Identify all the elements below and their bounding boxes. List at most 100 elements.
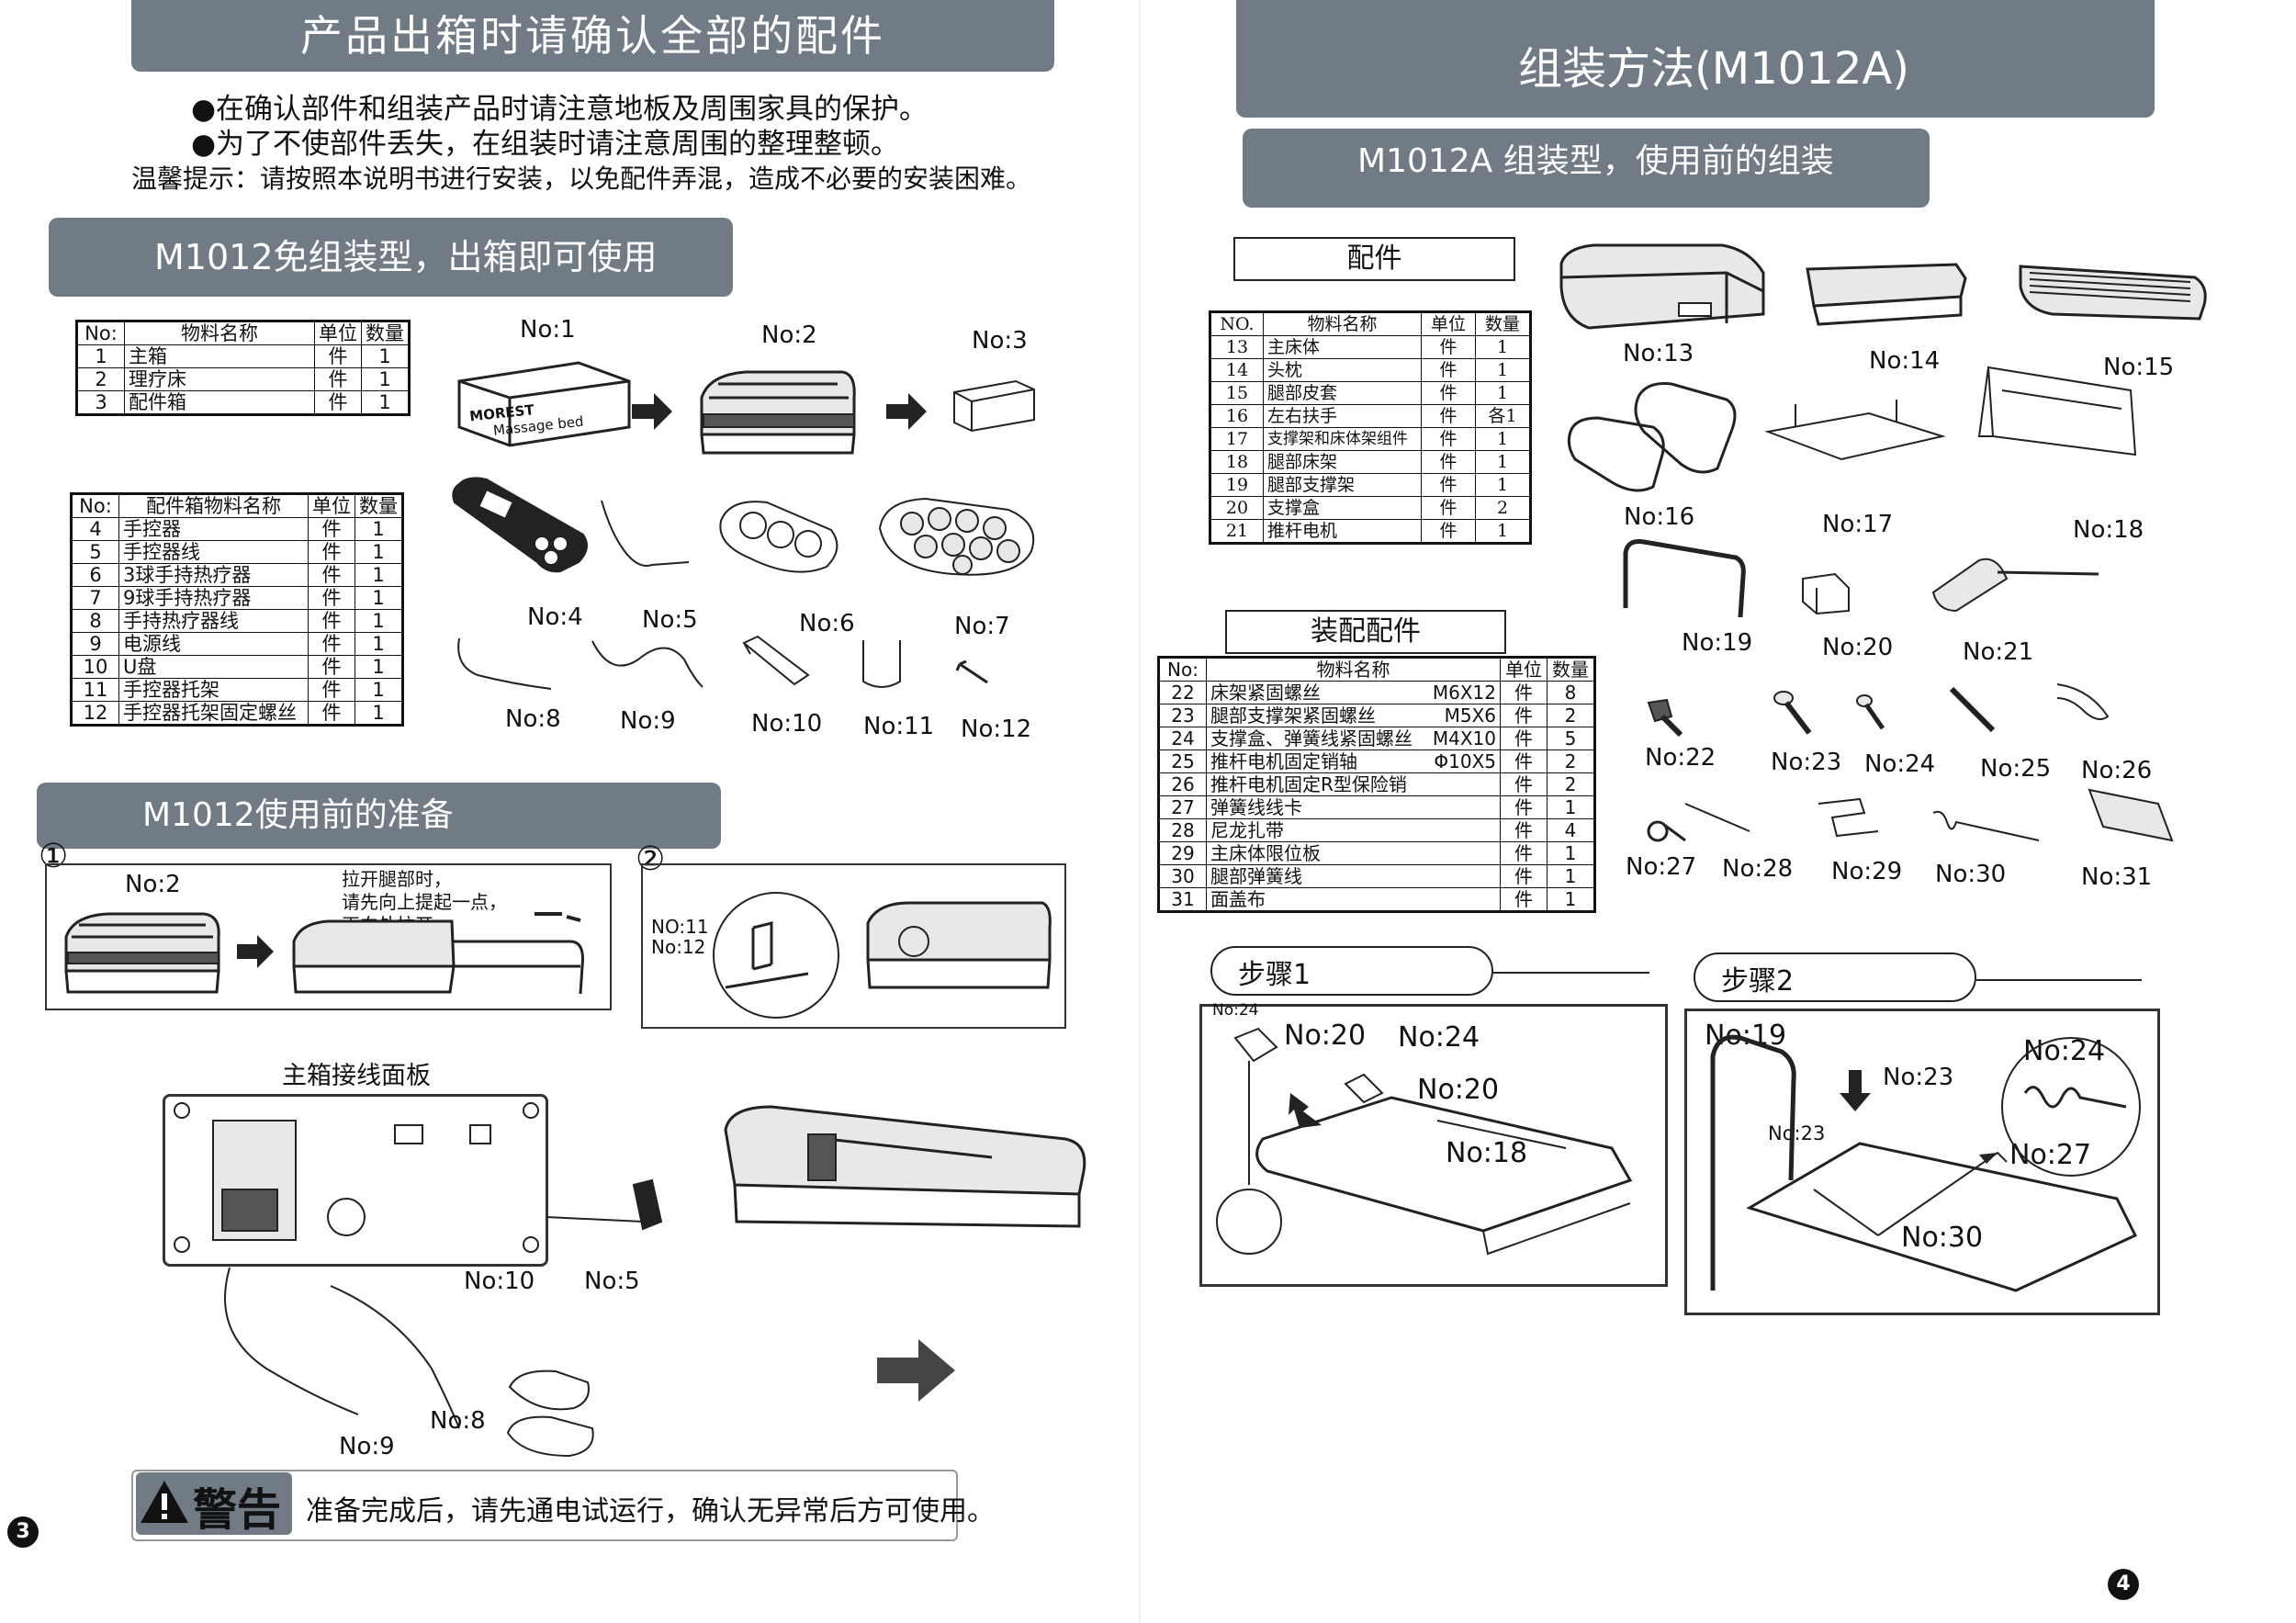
prep-note-line: 拉开腿部时， [342, 868, 452, 890]
section-title: M1012使用前的准备 [142, 796, 454, 834]
cell: 件 [1421, 496, 1476, 520]
cell: 1 [355, 655, 403, 679]
page-number-right: 4 [2108, 1569, 2139, 1600]
cell: 件 [1500, 750, 1548, 773]
cell: 28 [1158, 818, 1207, 842]
th-unit: 单位 [314, 321, 362, 345]
cell [1425, 887, 1502, 912]
cell: 件 [1500, 887, 1548, 912]
note-3: 温馨提示：请按照本说明书进行安装，以免配件弄混，造成不必要的安装困难。 [131, 163, 1032, 194]
remote-with-cable-illustration [546, 1178, 663, 1231]
cell: 9 [71, 632, 119, 656]
armrests-illustration [1567, 382, 1737, 492]
cable-tie-icon [1684, 803, 1750, 832]
cell: 手控器线 [118, 540, 309, 564]
cell: 2 [76, 367, 125, 391]
cell: 手持热疗器线 [118, 609, 309, 633]
right-title: 组装方法(M1012A) [1518, 43, 1909, 95]
cell: 2 [1547, 704, 1595, 727]
cell: 件 [1421, 450, 1476, 474]
label-no30: No:30 [1935, 861, 2007, 888]
cell: 件 [1421, 381, 1476, 405]
label-no10: No:10 [751, 710, 823, 738]
cell: 1 [355, 563, 403, 587]
step2-label: No:23 [1883, 1064, 1954, 1091]
label-no26: No:26 [2081, 757, 2153, 784]
cell: 9球手持热疗器 [118, 586, 309, 610]
label-no20: No:20 [1822, 634, 1894, 661]
label-no27: No:27 [1626, 853, 1697, 881]
cell: 2 [1475, 496, 1531, 520]
cell: 件 [1500, 864, 1548, 888]
cell: 推杆电机 [1263, 519, 1422, 544]
cell: 13 [1210, 335, 1264, 359]
cell: 件 [1500, 841, 1548, 865]
cell: 件 [1500, 772, 1548, 796]
label-no5: No:5 [642, 606, 698, 634]
cell: 件 [314, 367, 362, 391]
warning-title: 警告 [193, 1484, 282, 1536]
cell: 4 [1547, 818, 1595, 842]
cell: 面盖布 [1206, 887, 1426, 912]
label-no15: No:15 [2103, 354, 2175, 381]
cell: 件 [314, 390, 362, 415]
spring-cable-icon [1932, 810, 2040, 841]
label-no9: No:9 [620, 707, 676, 735]
th-qty: 数量 [355, 493, 403, 518]
cell: 件 [1421, 427, 1476, 451]
th-unit: 单位 [308, 493, 355, 518]
cell: 腿部支撑架紧固螺丝 [1206, 704, 1426, 727]
arrow-icon [886, 393, 927, 430]
cell: 3 [76, 390, 125, 415]
th-no: NO. [1210, 311, 1264, 336]
cell: 21 [1210, 519, 1264, 544]
step-number-2: ② [636, 840, 666, 878]
step1-rule [1493, 972, 1649, 974]
cell: 1 [1475, 358, 1531, 382]
cell: U盘 [118, 655, 309, 679]
heater-cable-illustration [457, 637, 552, 690]
prep-note-line: 请先向上提起一点， [342, 891, 507, 913]
step2-label: No:30 [1901, 1222, 1984, 1254]
label-no23: No:23 [1771, 749, 1842, 776]
cell: 11 [71, 678, 119, 702]
massage-bed-illustration [700, 370, 856, 455]
cell: 件 [1500, 704, 1548, 727]
limit-plate-icon [1818, 797, 1879, 838]
cell: 件 [308, 586, 355, 610]
parts-title: 配件 [1346, 242, 1402, 275]
push-rod-motor-illustration [1931, 558, 2099, 613]
prep-box-1 [45, 863, 612, 1010]
remote-bracket-illustration [862, 640, 901, 688]
cell: 1 [355, 540, 403, 564]
cell: 7 [71, 586, 119, 610]
step1-frame-illustration [1216, 1027, 1633, 1256]
panel-label-no9: No:9 [339, 1433, 395, 1460]
cell: 1 [355, 632, 403, 656]
cell: 床架紧固螺丝 [1206, 681, 1426, 704]
cell: 1 [1475, 381, 1531, 405]
section-banner-preparation: M1012使用前的准备 [37, 783, 721, 849]
cell: 29 [1158, 841, 1207, 865]
cell: 1 [361, 344, 410, 368]
cell: M4X10 [1425, 727, 1502, 750]
cell [1425, 795, 1502, 819]
cell: 腿部皮套 [1263, 381, 1422, 405]
cell: 1 [1547, 864, 1595, 888]
th-qty: 数量 [1547, 657, 1595, 682]
cell: 19 [1210, 473, 1264, 497]
cell: 1 [1547, 887, 1595, 912]
cell: 头枕 [1263, 358, 1422, 382]
th-qty: 数量 [1475, 311, 1531, 336]
